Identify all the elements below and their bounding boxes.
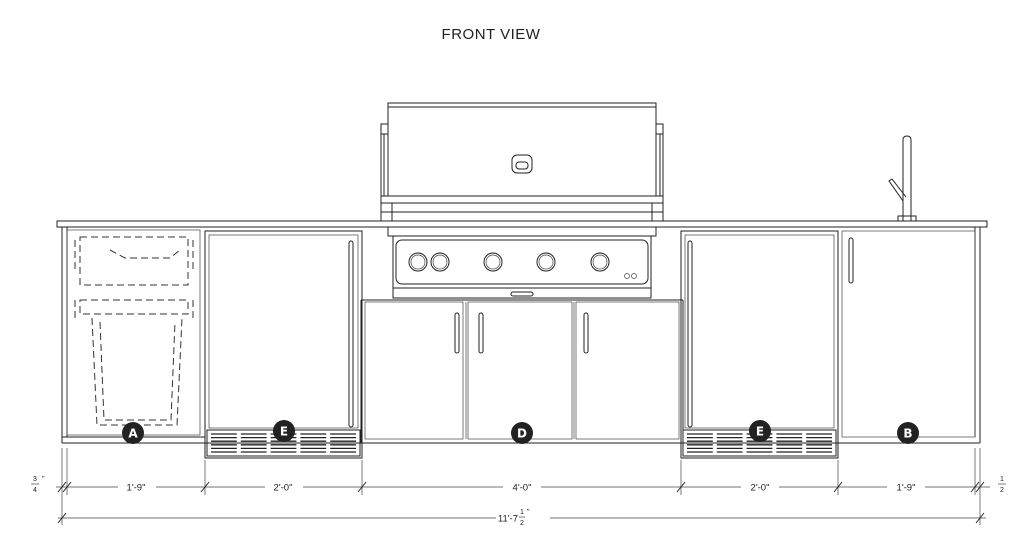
svg-text:E: E — [756, 425, 764, 439]
cabinet-d — [364, 301, 680, 440]
cabinet-b — [841, 230, 976, 438]
refrigerator-left — [204, 230, 363, 459]
svg-text:B: B — [903, 427, 912, 441]
countertop — [56, 220, 988, 228]
label-a: A — [122, 422, 144, 444]
dim-fridge-left: 2'-0" — [274, 483, 293, 494]
fridge-left-handle — [348, 240, 354, 428]
door-handle — [583, 312, 589, 354]
drawing-title: FRONT VIEW — [442, 26, 541, 43]
grill — [380, 102, 664, 299]
dimension-row-segments: 1'-9" 2'-0" 4'-0" 2'-0" 1'-9" — [56, 448, 990, 525]
trash-bin-lower-dashed — [74, 299, 194, 426]
refrigerator-right — [680, 230, 839, 459]
svg-text:": " — [527, 509, 530, 516]
cabinet-a — [66, 229, 201, 436]
trash-bin-upper-dashed — [74, 236, 194, 286]
dim-cabinet-a: 1'-9" — [127, 483, 146, 494]
door-handle — [478, 312, 484, 354]
svg-text:4: 4 — [33, 487, 37, 494]
fridge-right-handle — [687, 240, 693, 428]
hood-badge — [511, 154, 533, 174]
label-b: B — [897, 422, 919, 444]
label-d: D — [511, 422, 533, 444]
dim-left-end: 3 4 " — [31, 476, 45, 494]
dim-right-end: 1 2 — [998, 476, 1006, 494]
dim-cabinet-b: 1'-9" — [897, 483, 916, 494]
grill-knobs — [408, 252, 637, 279]
svg-text:1: 1 — [1000, 476, 1004, 483]
dim-grill-base: 4'-0" — [513, 483, 532, 494]
door-handle — [454, 312, 460, 354]
svg-text:2: 2 — [1000, 487, 1004, 494]
cabinet-b-handle — [848, 237, 854, 284]
svg-text:3: 3 — [33, 476, 37, 483]
svg-text:E: E — [280, 425, 288, 439]
svg-text:D: D — [517, 427, 527, 441]
label-e-right: E — [749, 420, 771, 442]
svg-text:A: A — [128, 427, 138, 441]
svg-text:": " — [42, 476, 45, 483]
svg-text:1: 1 — [520, 509, 524, 516]
drip-tray-handle — [510, 291, 534, 297]
svg-text:2: 2 — [520, 520, 524, 527]
faucet — [888, 135, 917, 222]
dim-overall: 11'-7 1 2 " — [57, 508, 986, 527]
dim-fridge-right: 2'-0" — [751, 483, 770, 494]
label-e-left: E — [273, 420, 295, 442]
svg-text:11'-7: 11'-7 — [498, 514, 518, 525]
